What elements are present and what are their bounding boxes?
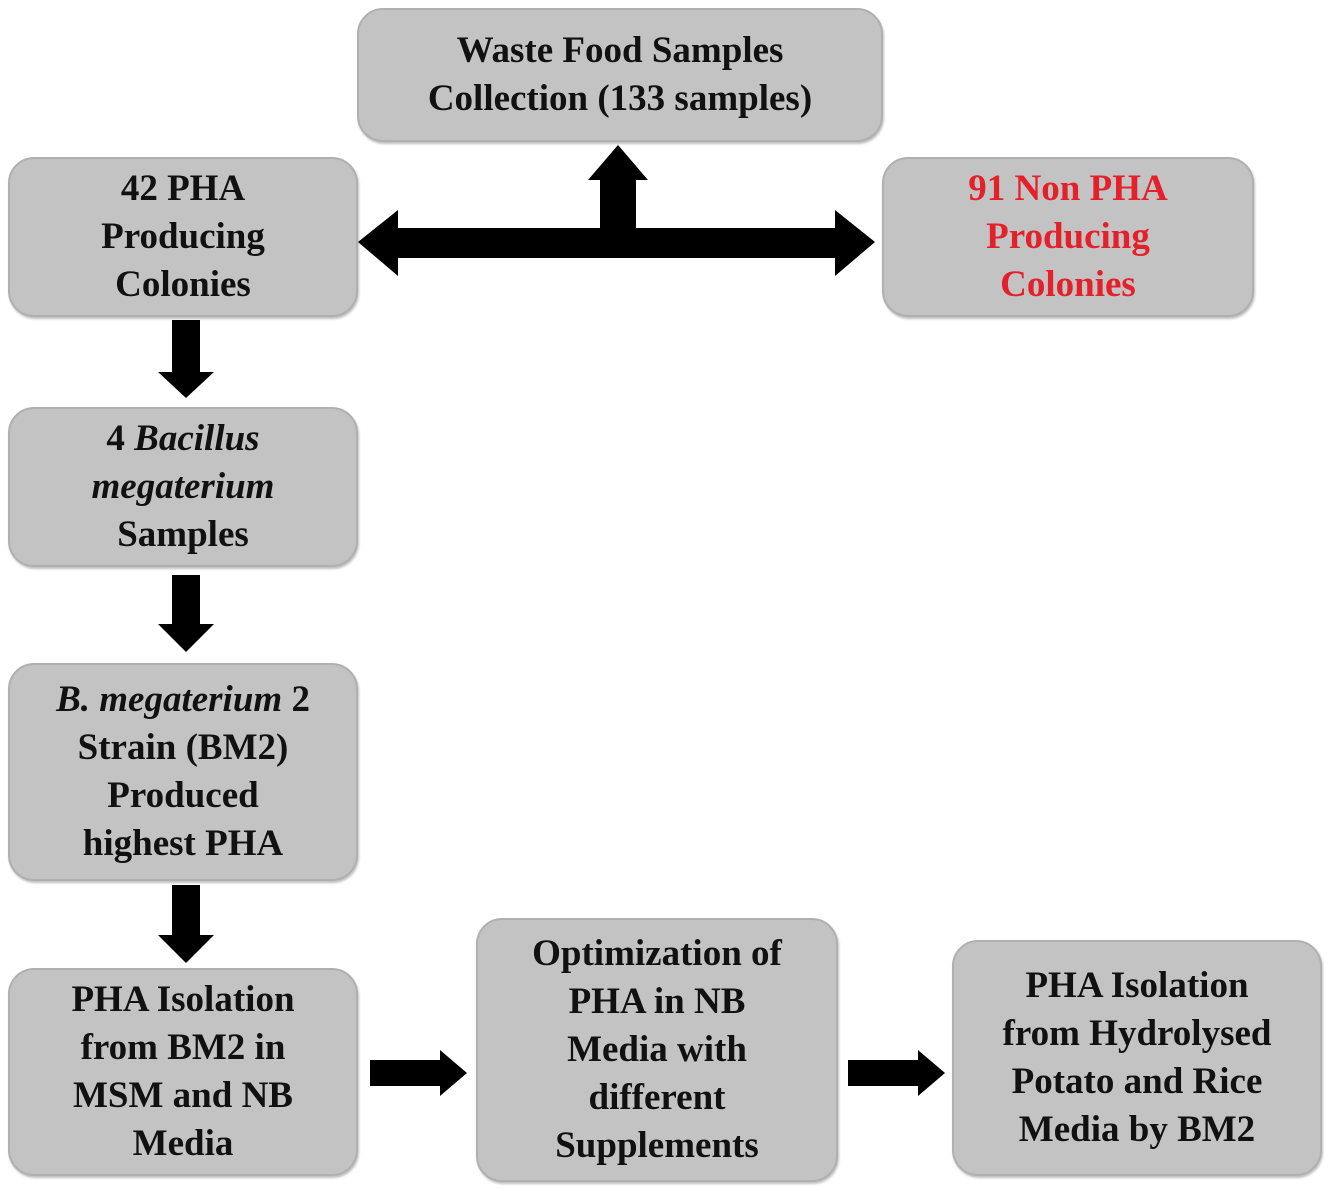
node-text: Strain (BM2) [77, 727, 289, 768]
arrow-down-3 [158, 885, 214, 963]
node-text: 4 Bacillus [106, 415, 259, 463]
node-text: 42 PHA [120, 168, 246, 209]
node-text: B. megaterium 2 [56, 676, 310, 724]
node-waste-food-collection: Waste Food Samples Collection (133 sampl… [357, 8, 883, 142]
split-arrow [358, 145, 875, 276]
node-non-pha-producing-colonies: 91 Non PHA Producing Colonies [882, 157, 1254, 317]
node-text: PHA Isolation [1025, 965, 1249, 1006]
node-text: Producing [101, 216, 265, 257]
node-text: 91 Non PHA [968, 168, 1168, 209]
node-text: Producing [986, 216, 1150, 257]
node-text: Media [132, 1123, 234, 1164]
node-pha-isolation-potato-rice: PHA Isolation from Hydrolysed Potato and… [952, 940, 1322, 1176]
node-text-species: megaterium [91, 466, 275, 507]
arrow-down-1 [158, 320, 214, 398]
node-text-number: 2 [282, 679, 310, 720]
node-pha-isolation-msm-nb: PHA Isolation from BM2 in MSM and NB Med… [8, 968, 358, 1176]
node-text: Colonies [115, 264, 251, 305]
node-text: Colonies [1000, 264, 1136, 305]
node-text: different [588, 1077, 726, 1118]
node-text: PHA in NB [568, 981, 746, 1022]
node-text: PHA Isolation [71, 979, 295, 1020]
node-text: highest PHA [82, 823, 284, 864]
node-text-genus: Bacillus [134, 418, 260, 459]
node-bm2-strain: B. megaterium 2 Strain (BM2) Produced hi… [8, 663, 358, 881]
node-text: Produced [107, 775, 259, 816]
node-optimization: Optimization of PHA in NB Media with dif… [476, 918, 838, 1182]
node-text: Waste Food Samples [456, 30, 784, 71]
arrow-right-2 [848, 1050, 945, 1096]
node-text: from Hydrolysed [1002, 1013, 1272, 1054]
node-text: from BM2 in [80, 1027, 286, 1068]
node-text: Potato and Rice [1011, 1061, 1263, 1102]
arrow-right-1 [370, 1050, 467, 1096]
node-text: Media with [567, 1029, 747, 1070]
node-text: Media by BM2 [1018, 1109, 1256, 1150]
arrow-double-horizontal [358, 210, 875, 276]
node-pha-producing-colonies: 42 PHA Producing Colonies [8, 157, 358, 317]
node-text-species: B. megaterium [56, 679, 283, 720]
node-bacillus-megaterium-samples: 4 Bacillus megaterium Samples [8, 407, 358, 567]
arrow-up-to-collection [588, 145, 648, 230]
node-text: MSM and NB [73, 1075, 293, 1116]
node-text: Optimization of [532, 933, 782, 974]
arrow-down-2 [158, 575, 214, 652]
node-text-number: 4 [106, 418, 135, 459]
node-text: Collection (133 samples) [427, 78, 813, 119]
node-text: Supplements [555, 1125, 759, 1166]
node-text: Samples [117, 514, 249, 555]
